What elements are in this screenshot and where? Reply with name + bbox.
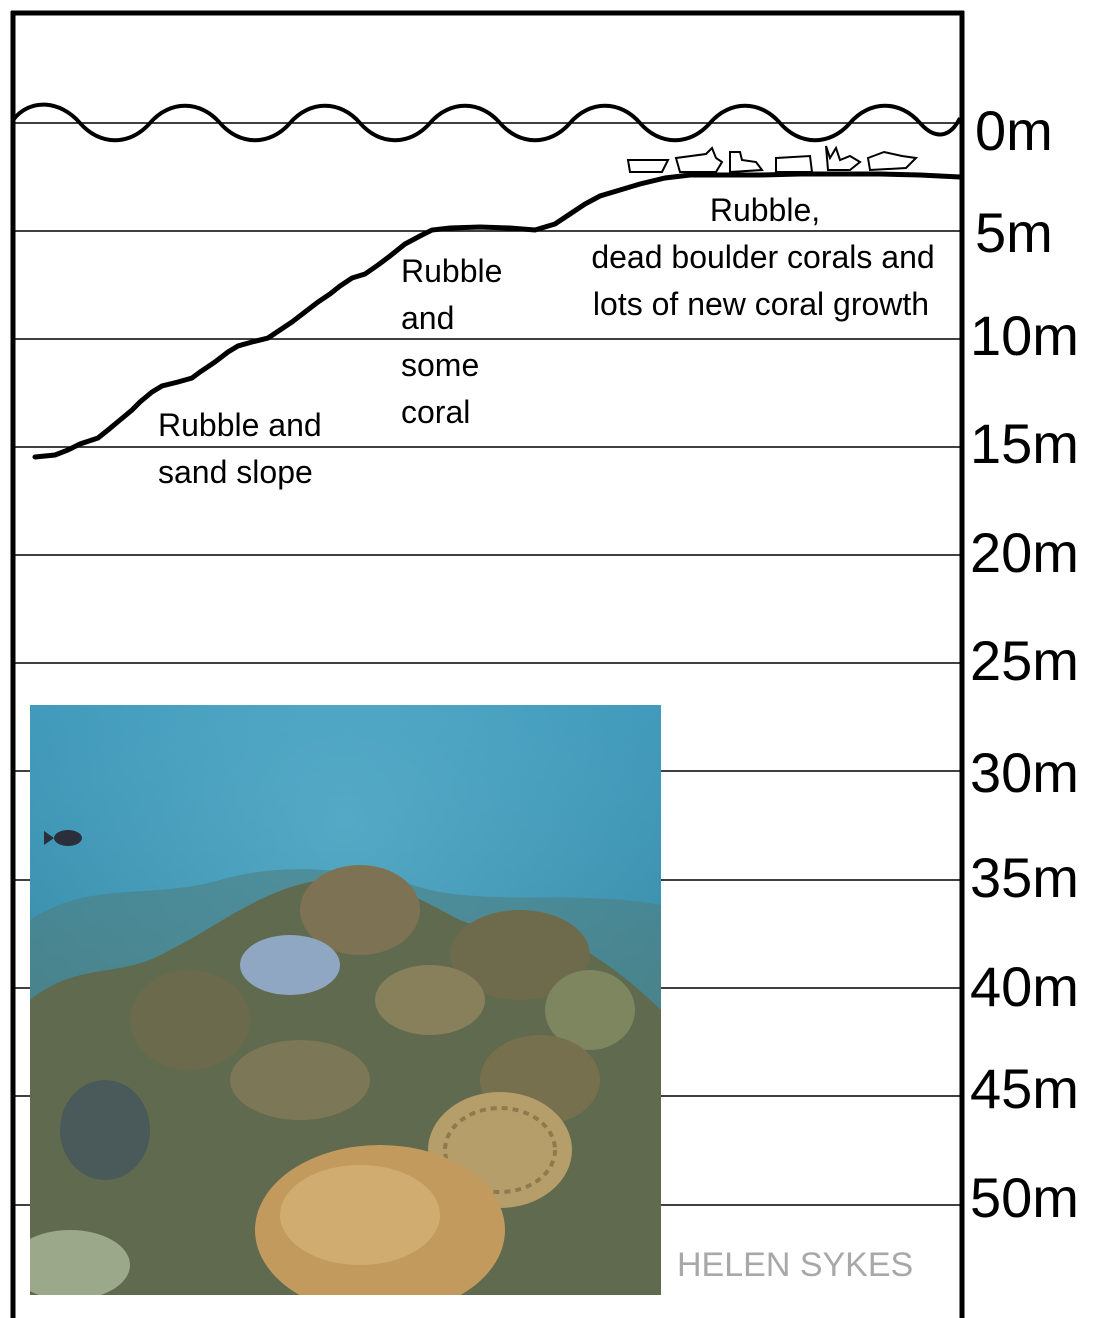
depth-label-35m: 35m [970, 846, 1079, 909]
depth-label-20m: 20m [970, 521, 1079, 584]
depth-label-0m: 0m [975, 99, 1053, 162]
table-coral-icon [674, 146, 724, 173]
shallow-zone-line-3: lots of new coral growth [593, 286, 929, 322]
mid-zone-line-1: Rubble [401, 253, 502, 289]
coral-reef-photo [30, 705, 661, 1295]
boulder-coral-icon [626, 159, 670, 173]
zone-label-shallow-reef: Rubble, dead boulder corals and lots of … [591, 192, 934, 322]
photo-credit: HELEN SYKES [677, 1246, 913, 1284]
depth-label-50m: 50m [970, 1166, 1079, 1229]
sea-surface-wave [11, 102, 962, 143]
depth-label-40m: 40m [970, 955, 1079, 1018]
massive-coral-icon [775, 154, 814, 173]
reef-crest-coral-icons [626, 145, 919, 174]
deep-zone-line-1: Rubble and [158, 407, 322, 443]
zone-label-mid-slope: Rubble and some coral [401, 253, 502, 430]
seabed-profile-line [32, 171, 963, 460]
mid-zone-line-2: and [401, 300, 454, 336]
shallow-zone-line-1: Rubble, [710, 192, 820, 228]
depth-label-25m: 25m [970, 629, 1079, 692]
shallow-zone-line-2: dead boulder corals and [591, 239, 934, 275]
depth-scale: 0m 5m 10m 15m 20m 25m 30m 35m 40m 45m 50… [970, 99, 1079, 1229]
mid-zone-line-3: some [401, 347, 479, 383]
branching-coral-icon [729, 151, 764, 174]
mid-zone-line-4: coral [401, 394, 470, 430]
depth-label-5m: 5m [975, 201, 1053, 264]
staghorn-coral-icon [825, 145, 862, 171]
plate-coral-icon [866, 150, 919, 172]
depth-label-45m: 45m [970, 1057, 1079, 1120]
deep-zone-line-2: sand slope [158, 454, 313, 490]
depth-label-15m: 15m [970, 412, 1079, 475]
zone-label-deep-slope: Rubble and sand slope [158, 407, 322, 490]
depth-label-30m: 30m [970, 741, 1079, 804]
depth-label-10m: 10m [970, 304, 1079, 367]
